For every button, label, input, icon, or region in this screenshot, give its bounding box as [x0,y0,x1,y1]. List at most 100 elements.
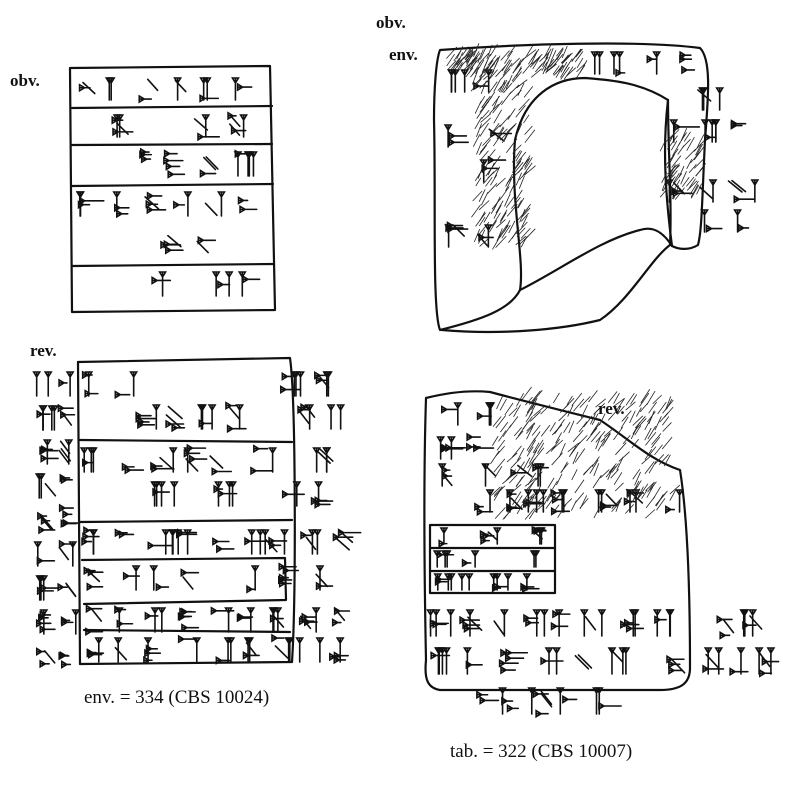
cuneiform-wedge [312,529,322,555]
cuneiform-wedge [699,87,709,111]
cuneiform-wedge [180,568,200,578]
hatch-stroke [508,407,518,417]
cuneiform-wedge [483,224,493,248]
hatch-stroke [490,450,500,465]
cuneiform-wedge [727,180,743,193]
hatch-stroke [547,477,555,489]
hatch-stroke [578,421,588,433]
cuneiform-wedge [113,637,123,663]
hatch-stroke [589,459,599,474]
hatch-stroke [472,190,483,202]
cuneiform-wedge [242,651,260,660]
hatch-stroke [542,60,549,75]
hatch-stroke [603,427,614,437]
cuneiform-wedge [131,565,141,591]
hatch-stroke [515,150,523,162]
cuneiform-wedge [40,583,59,593]
cuneiform-wedge [464,573,474,591]
hatch-stroke [657,401,667,415]
cuneiform-wedge [146,78,159,92]
cuneiform-wedge [158,271,167,297]
cuneiform-wedge [36,556,56,566]
hatch-stroke [517,83,525,96]
cuneiform-wedge [152,481,162,507]
hatch-stroke [616,398,625,410]
cuneiform-wedge [433,573,443,591]
cuneiform-wedge [147,541,174,551]
hatch-stroke [534,502,546,513]
cuneiform-wedge [90,608,103,622]
cuneiform-wedge [298,616,315,626]
cuneiform-wedge [150,607,160,633]
hatch-stroke [648,461,657,474]
hatch-stroke [583,464,594,475]
hatch-stroke [479,221,490,235]
cuneiform-wedge [623,497,636,506]
hatch-stroke [634,425,642,436]
cuneiform-wedge [479,696,500,705]
cuneiform-wedge [39,659,50,669]
cuneiform-wedge [281,489,305,499]
cuneiform-wedge [111,115,124,125]
hatch-stroke [479,236,491,247]
cuneiform-wedge [143,637,153,663]
cuneiform-wedge [157,607,167,633]
hatch-stroke [545,63,557,73]
hatch-stroke [483,70,495,80]
hatch-stroke [505,178,512,192]
hatch-stroke [560,61,568,73]
hatch-stroke [648,401,657,414]
hatch-stroke [576,415,586,425]
hatch-stroke [583,415,593,428]
cuneiform-wedge [32,371,42,397]
cuneiform-wedge [139,150,153,160]
envelope-obverse-right-drawing [432,42,710,334]
hatch-stroke [532,389,543,403]
hatch-stroke [488,81,498,95]
hatch-stroke [493,486,503,501]
hatch-stroke [674,179,681,190]
hatch-stroke [621,410,632,422]
hatch-stroke [518,235,529,246]
hatch-stroke [499,398,507,411]
cuneiform-wedge [434,647,444,675]
hatch-stroke [568,420,575,434]
hatch-stroke [478,200,490,211]
hatch-stroke [518,98,530,111]
cuneiform-wedge [58,651,70,661]
hatch-stroke [525,402,535,417]
cuneiform-wedge [740,609,750,637]
hatch-stroke [694,158,705,169]
cuneiform-wedge [43,371,53,397]
hatch-stroke [669,148,679,162]
hatch-stroke [524,477,537,487]
hatch-stroke [465,67,474,78]
hatch-stroke [510,484,522,494]
hatch-stroke [513,158,523,171]
hatch-stroke [537,442,545,454]
cuneiform-wedge [605,493,618,506]
hatch-stroke [563,66,574,80]
cuneiform-wedge [507,503,523,513]
hatch-stroke [669,489,677,501]
hatch-stroke [465,47,472,57]
cuneiform-wedge [138,94,153,104]
hatch-stroke [478,216,486,227]
hatch-stroke [495,200,504,214]
hatch-stroke [496,128,508,140]
envelope-obverse-label: obv. [10,71,40,90]
hatch-stroke [635,407,642,417]
hatch-stroke [607,391,618,403]
cuneiform-wedge [311,607,321,633]
cuneiform-wedge [68,541,78,567]
cuneiform-wedge [506,703,520,713]
hatch-stroke [591,413,599,426]
cuneiform-wedge [540,656,564,666]
cuneiform-wedge [679,50,692,60]
cuneiform-wedge [333,651,349,661]
hatch-stroke [513,426,523,437]
hatch-stroke [686,137,695,151]
cuneiform-wedge [145,199,159,209]
hatch-stroke [489,103,499,114]
cuneiform-wedge [229,123,241,136]
